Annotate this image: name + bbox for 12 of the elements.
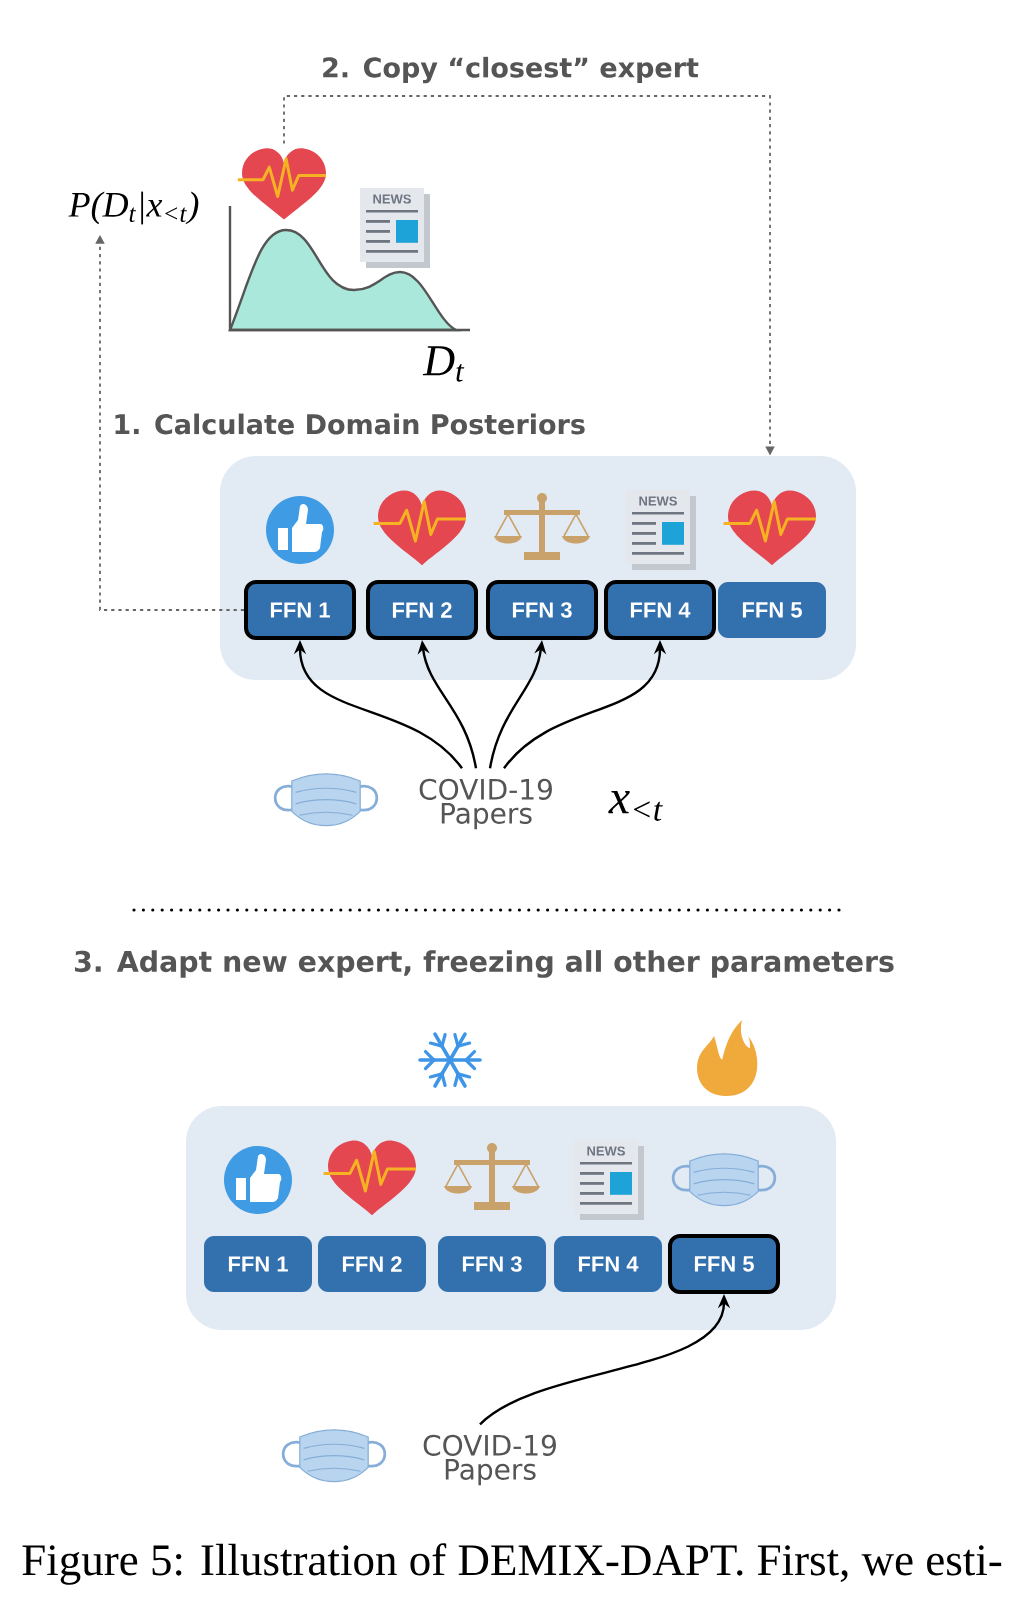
text-label: COVID-19 Papers [423, 1434, 556, 1486]
rounded-box: FFN 3 [438, 1236, 546, 1292]
edge-label: 2. Copy “closest” expert [323, 56, 699, 84]
rounded-box: FFN 4 [554, 1236, 662, 1292]
rounded-box: FFN 1 [204, 1236, 312, 1292]
caption: Figure 5: Illustration of DEMIX-DAPT. First, we esti- [22, 1543, 1002, 1585]
rounded-box: FFN 5 [718, 582, 826, 638]
rounded-box: FFN 2 [318, 1236, 426, 1292]
axis-label: P(D$_{t}$|x$_{<t}$) [68, 191, 199, 225]
rounded-box: FFN 1 [244, 580, 356, 640]
rounded-box: FFN 5 [668, 1234, 780, 1294]
density-chart [228, 148, 470, 332]
